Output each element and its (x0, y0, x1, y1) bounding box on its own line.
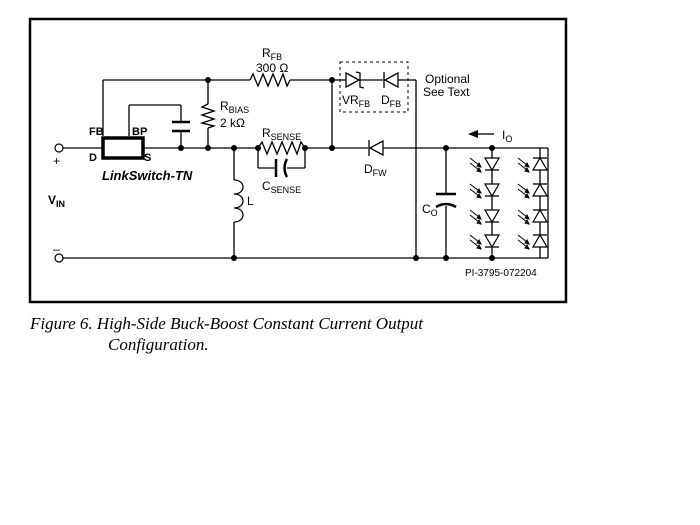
linkswitch-ic-body (101, 136, 145, 160)
rfb-value: 300 Ω (256, 61, 288, 75)
output-current-arrow-icon (468, 130, 494, 138)
vin-label: VIN (48, 193, 65, 209)
ic-name-label: LinkSwitch-TN (102, 168, 193, 183)
inductor-icon (233, 179, 244, 223)
led-icon (517, 234, 548, 250)
minus-label: – (53, 242, 60, 256)
rbias-label: RBIAS (220, 99, 249, 115)
caption-line-2: Configuration. (108, 335, 209, 354)
rfb-label: RFB (262, 46, 282, 62)
csense-capacitor-icon (274, 158, 289, 178)
see-text-label: See Text (423, 85, 470, 99)
inductor-label: L (247, 194, 254, 208)
led-icon (517, 183, 548, 199)
co-capacitor-icon (435, 192, 457, 209)
led-icon (469, 157, 500, 173)
s-pin-label: S (144, 152, 151, 164)
io-label: IO (502, 128, 512, 144)
vrfb-label: VRFB (342, 93, 370, 109)
led-icon (469, 209, 500, 225)
part-number-label: PI-3795-072204 (465, 268, 537, 279)
rbias-value: 2 kΩ (220, 116, 245, 130)
input-minus-terminal-icon (54, 253, 64, 263)
caption-line-1: Figure 6. High-Side Buck-Boost Constant … (30, 314, 424, 333)
diagram-frame (28, 17, 568, 304)
fb-pin-label: FB (89, 126, 104, 138)
dfb-label: DFB (381, 93, 401, 109)
figure-caption: Figure 6. High-Side Buck-Boost Constant … (30, 313, 423, 355)
dfw-diode-icon (368, 139, 384, 157)
rsense-label: RSENSE (262, 126, 301, 142)
dfb-diode-icon (383, 71, 401, 89)
bp-capacitor-icon (172, 120, 190, 133)
co-label: CO (422, 202, 438, 218)
led-string-left (469, 157, 500, 250)
optional-label: Optional (425, 72, 470, 86)
dfw-label: DFW (364, 162, 387, 178)
led-icon (517, 157, 548, 173)
vrfb-zener-diode-icon (337, 71, 383, 89)
plus-label: + (53, 154, 60, 168)
led-icon (469, 234, 500, 250)
rfb-resistor-icon (249, 72, 291, 88)
optional-components-box (339, 61, 409, 113)
d-pin-label: D (89, 152, 97, 164)
rbias-resistor-icon (199, 103, 217, 129)
rsense-resistor-icon (257, 140, 306, 156)
led-icon (469, 183, 500, 199)
input-plus-terminal-icon (54, 143, 64, 153)
csense-label: CSENSE (262, 179, 301, 195)
schematic-diagram: RFB 300 Ω RBIAS 2 kΩ RSENSE CSENSE VRFB … (28, 17, 568, 304)
led-string-right (517, 157, 548, 250)
bp-pin-label: BP (132, 126, 147, 138)
led-icon (517, 209, 548, 225)
junction-dots (178, 77, 495, 261)
